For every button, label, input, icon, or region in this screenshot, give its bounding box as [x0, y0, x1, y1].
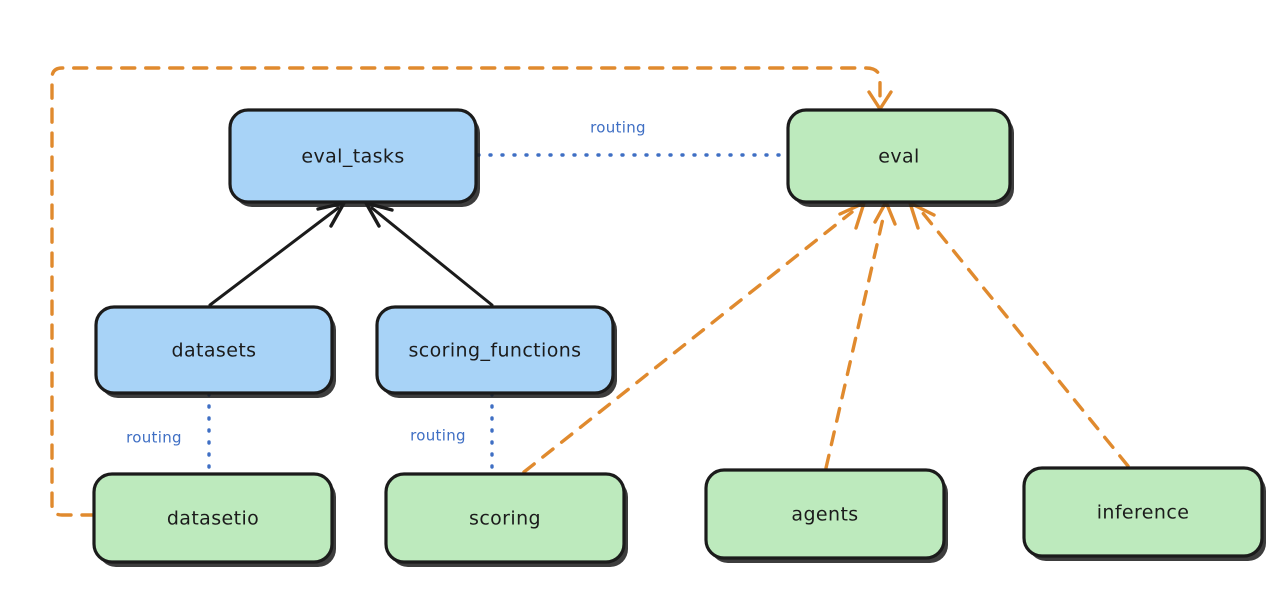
node-eval[interactable]: eval [786, 108, 1014, 207]
node-datasets[interactable]: datasets [94, 305, 336, 398]
edge-label-routing-scoring_functions-scoring: routing [410, 427, 466, 445]
node-datasets-box[interactable] [94, 305, 334, 395]
node-datasetio-box[interactable] [92, 472, 334, 564]
node-datasets-label: datasets [172, 340, 257, 362]
edge-datasets-to-eval_tasks [208, 201, 346, 307]
node-inference[interactable]: inference [1022, 466, 1266, 561]
node-eval_tasks[interactable]: eval_tasks [228, 108, 480, 207]
node-eval-box[interactable] [786, 108, 1012, 204]
node-datasetio[interactable]: datasetio [92, 472, 336, 567]
node-agents[interactable]: agents [704, 468, 948, 563]
node-eval_tasks-label: eval_tasks [301, 146, 404, 168]
node-agents-label: agents [791, 504, 858, 526]
node-scoring-label: scoring [469, 508, 541, 530]
node-inference-box[interactable] [1022, 466, 1264, 558]
node-scoring-box[interactable] [384, 472, 626, 564]
node-agents-box[interactable] [704, 468, 946, 560]
edge-inference-to-eval [908, 201, 1130, 468]
node-datasetio-label: datasetio [167, 508, 259, 530]
edge-scoring_functions-to-eval_tasks [364, 201, 494, 307]
node-scoring_functions-box[interactable] [375, 305, 615, 395]
edge-agents-to-eval [824, 200, 897, 470]
node-inference-label: inference [1097, 502, 1190, 524]
edge-label-routing-datasets-datasetio: routing [126, 429, 182, 447]
node-eval_tasks-box[interactable] [228, 108, 478, 204]
node-scoring_functions-label: scoring_functions [409, 340, 582, 362]
edge-label-routing-eval_tasks-eval: routing [590, 119, 646, 137]
node-scoring_functions[interactable]: scoring_functions [375, 305, 617, 398]
node-scoring[interactable]: scoring [384, 472, 628, 567]
node-eval-label: eval [878, 146, 919, 168]
